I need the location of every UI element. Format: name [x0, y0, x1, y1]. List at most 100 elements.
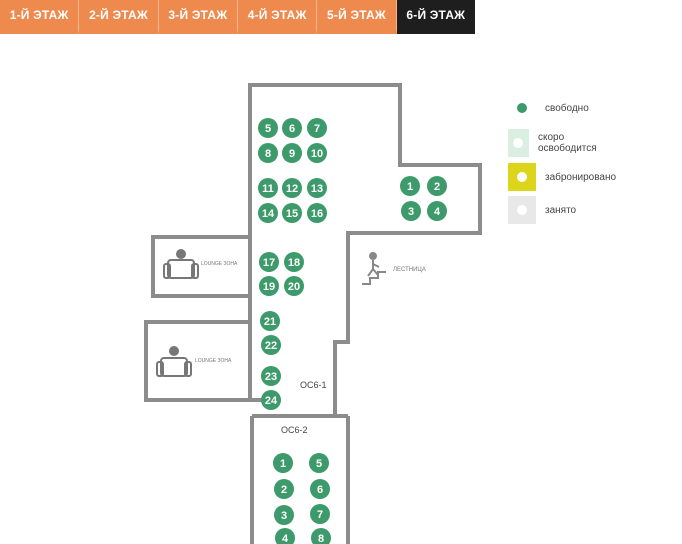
seat-number: 13 [311, 183, 323, 195]
legend-occupied-label: занято [545, 204, 577, 216]
wall-os6-2 [250, 414, 350, 544]
seat-os6_1-14[interactable]: 14 [258, 203, 278, 223]
seat-circle [274, 505, 294, 525]
seat-os6_1-9[interactable]: 9 [282, 143, 302, 163]
seat-number: 12 [286, 183, 298, 195]
seat-number: 2 [281, 484, 287, 496]
seat-circle [427, 201, 447, 221]
seat-os6_1-1[interactable]: 1 [400, 176, 420, 196]
seat-circle [307, 203, 327, 223]
seat-number: 4 [434, 206, 441, 218]
seat-os6_2-7[interactable]: 7 [310, 504, 330, 524]
seat-os6_1-10[interactable]: 10 [307, 143, 327, 163]
seat-number: 2 [434, 181, 440, 193]
seat-circle [309, 453, 329, 473]
seat-os6_1-2[interactable]: 2 [427, 176, 447, 196]
seat-number: 5 [265, 123, 271, 135]
seat-circle [275, 528, 295, 544]
seat-os6_1-3[interactable]: 3 [401, 201, 421, 221]
seat-os6_2-2[interactable]: 2 [274, 479, 294, 499]
legend-free-dot [517, 103, 527, 113]
seat-os6_1-19[interactable]: 19 [259, 276, 279, 296]
seat-os6_1-21[interactable]: 21 [260, 311, 280, 331]
seat-os6_1-16[interactable]: 16 [307, 203, 327, 223]
seat-os6_1-17[interactable]: 17 [259, 252, 279, 272]
seat-os6_1-20[interactable]: 20 [284, 276, 304, 296]
seat-number: 16 [311, 208, 323, 220]
seat-number: 7 [317, 509, 323, 521]
seat-os6_1-15[interactable]: 15 [282, 203, 302, 223]
lounge-top-label: LOUNGE ЗОНА [201, 261, 238, 267]
seat-circle [284, 276, 304, 296]
seat-os6_1-24[interactable]: 24 [261, 390, 281, 410]
seat-circle [400, 176, 420, 196]
tab-floor-2[interactable]: 2-Й ЭТАЖ [79, 0, 159, 34]
seat-number: 4 [282, 533, 289, 544]
seat-circle [261, 390, 281, 410]
seat-os6_2-1[interactable]: 1 [273, 453, 293, 473]
tab-floor-4[interactable]: 4-Й ЭТАЖ [237, 0, 318, 34]
seat-os6_2-5[interactable]: 5 [309, 453, 329, 473]
legend-free-swatch [508, 94, 536, 122]
seat-number: 18 [288, 257, 300, 269]
seat-os6_1-18[interactable]: 18 [284, 252, 304, 272]
lounge-top-icon [163, 249, 199, 279]
seat-number: 9 [289, 148, 295, 160]
seat-circle [259, 276, 279, 296]
seat-circle [307, 178, 327, 198]
seat-number: 5 [316, 458, 322, 470]
seat-os6_2-3[interactable]: 3 [274, 505, 294, 525]
legend-occupied-swatch [508, 196, 536, 224]
seat-os6_1-4[interactable]: 4 [427, 201, 447, 221]
seat-circle [310, 504, 330, 524]
zone-os6-1-label: ОС6-1 [300, 380, 327, 390]
tab-floor-5[interactable]: 5-Й ЭТАЖ [317, 0, 397, 34]
tab-floor-1[interactable]: 1-Й ЭТАЖ [0, 0, 80, 34]
seat-os6_1-12[interactable]: 12 [282, 178, 302, 198]
seat-number: 6 [317, 484, 323, 496]
seat-circle [401, 201, 421, 221]
seat-circle [307, 143, 327, 163]
legend-booked-label: забронировано [545, 171, 617, 183]
seat-circle [282, 118, 302, 138]
legend-booked-dot [517, 172, 527, 182]
seat-number: 24 [265, 395, 278, 407]
seat-number: 17 [263, 257, 275, 269]
legend-occupied-dot [517, 205, 527, 215]
tab-floor-3[interactable]: 3-Й ЭТАЖ [158, 0, 238, 34]
seat-number: 7 [314, 123, 320, 135]
seat-os6_1-13[interactable]: 13 [307, 178, 327, 198]
seat-circle [282, 143, 302, 163]
seat-circle [274, 479, 294, 499]
seat-os6_1-11[interactable]: 11 [258, 178, 278, 198]
legend-booked: забронировано [508, 163, 616, 191]
seat-os6_1-23[interactable]: 23 [261, 366, 281, 386]
zone-os6-2-label: ОС6-2 [281, 425, 308, 435]
wall-os6-1 [248, 83, 482, 418]
seat-os6_2-8[interactable]: 8 [311, 528, 331, 544]
seat-number: 8 [318, 533, 324, 544]
seat-number: 22 [265, 340, 277, 352]
seat-os6_1-22[interactable]: 22 [261, 335, 281, 355]
legend-soon-label: скоро освободится [537, 132, 597, 154]
seat-os6_2-4[interactable]: 4 [275, 528, 295, 544]
seat-circle [273, 453, 293, 473]
lounge-bottom-label: LOUNGE ЗОНА [195, 358, 232, 364]
seat-circle [310, 479, 330, 499]
seat-circle [311, 528, 331, 544]
seat-os6_1-6[interactable]: 6 [282, 118, 302, 138]
seat-os6_2-6[interactable]: 6 [310, 479, 330, 499]
legend-occupied: занято [508, 196, 576, 224]
seat-circle [307, 118, 327, 138]
seat-os6_1-8[interactable]: 8 [258, 143, 278, 163]
legend-free-label: свободно [545, 102, 589, 114]
seat-circle [258, 178, 278, 198]
seat-os6_1-7[interactable]: 7 [307, 118, 327, 138]
stairs-label: ЛЕСТНИЦА [393, 267, 426, 273]
wall-lounge-bottom [144, 320, 250, 402]
seat-os6_1-5[interactable]: 5 [258, 118, 278, 138]
tab-floor-6[interactable]: 6-Й ЭТАЖ [396, 0, 475, 34]
seat-circle [282, 203, 302, 223]
